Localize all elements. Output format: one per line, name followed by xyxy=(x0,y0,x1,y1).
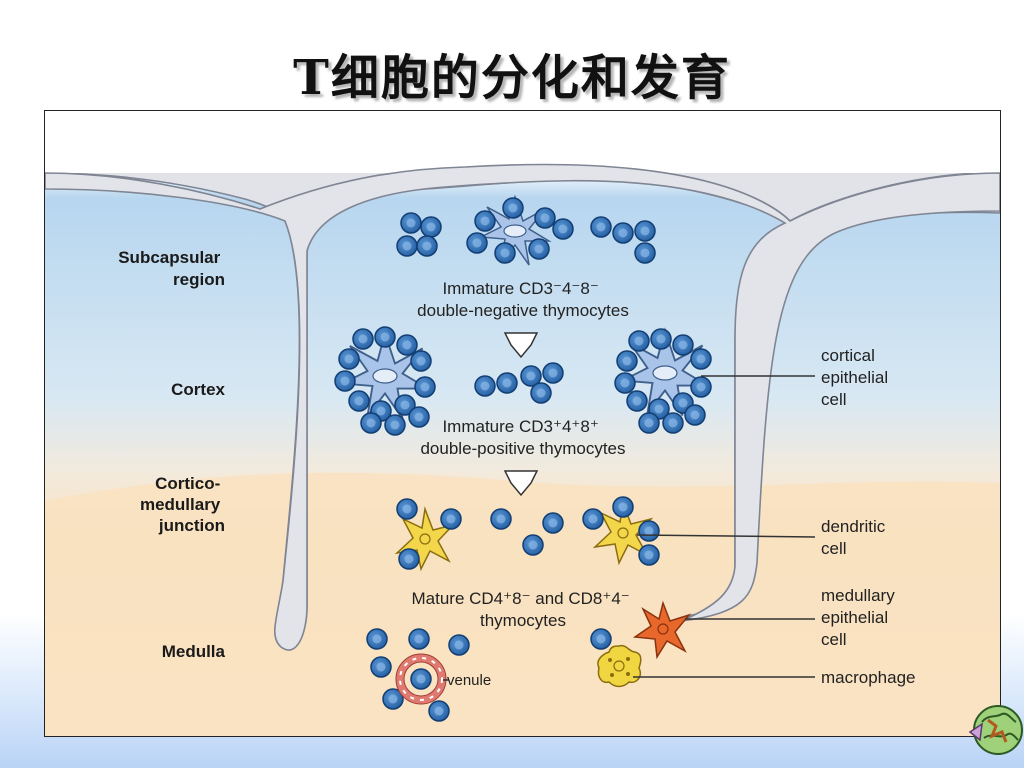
callout-lines xyxy=(633,375,816,678)
stage-label-double-negative: Immature CD3⁻4⁻8⁻ double-negative thymoc… xyxy=(417,279,629,320)
arrow-down-icon xyxy=(503,332,539,359)
region-label-subcapsular: Subcapsular region xyxy=(118,248,225,289)
venule xyxy=(395,653,447,705)
callout-macrophage: macrophage xyxy=(821,668,916,687)
arrow-down-icon xyxy=(503,470,539,497)
thymus-diagram: Subcapsular region Cortex Cortico- medul… xyxy=(44,110,1001,737)
double-positive-cluster-right xyxy=(614,328,712,434)
region-label-medulla: Medulla xyxy=(162,642,226,661)
region-label-cortico-medullary: Cortico- medullary junction xyxy=(140,474,225,535)
slide-title: T细胞的分化和发育 xyxy=(293,50,731,106)
callout-venule: venule xyxy=(447,672,491,689)
stage-label-double-positive: Immature CD3⁺4⁺8⁺ double-positive thymoc… xyxy=(420,417,625,458)
epithelial-cell-top xyxy=(480,196,550,266)
capsule xyxy=(45,163,1000,651)
double-negative-cluster xyxy=(396,196,656,266)
callout-medullary-epithelial: medullary epithelial cell xyxy=(821,586,899,649)
double-positive-cluster-left xyxy=(334,326,436,436)
region-label-cortex: Cortex xyxy=(171,380,225,399)
callout-cortical-epithelial: cortical epithelial cell xyxy=(821,346,893,409)
stage-label-mature: Mature CD4⁺8⁻ and CD8⁺4⁻ thymocytes xyxy=(412,589,635,630)
medulla-region xyxy=(45,472,1000,736)
callout-dendritic: dendritic cell xyxy=(821,517,890,558)
globe-emblem-icon xyxy=(968,705,1023,755)
medullary-epithelial-cell xyxy=(632,600,692,660)
macrophage xyxy=(597,644,642,688)
dendritic-cells xyxy=(396,496,660,570)
